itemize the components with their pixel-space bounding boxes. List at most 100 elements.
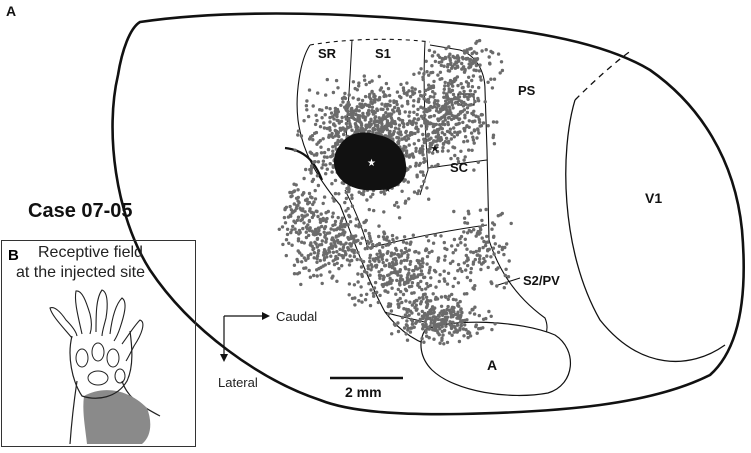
labeled-cell xyxy=(324,163,328,167)
labeled-cell xyxy=(470,85,475,89)
labeled-cell xyxy=(344,115,348,119)
labeled-cell xyxy=(292,202,296,206)
labeled-cell xyxy=(369,100,373,104)
labeled-cell xyxy=(373,264,378,268)
labeled-cell xyxy=(438,327,442,331)
labeled-cell xyxy=(396,321,400,325)
labeled-cell xyxy=(401,86,406,90)
labeled-cell xyxy=(423,119,427,123)
labeled-cell xyxy=(393,203,397,207)
labeled-cell xyxy=(351,96,355,100)
labeled-cell xyxy=(333,219,338,224)
labeled-cell xyxy=(481,121,486,125)
labeled-cell xyxy=(337,192,341,196)
labeled-cell xyxy=(347,213,351,218)
labeled-cell xyxy=(463,243,467,247)
labeled-cell xyxy=(456,262,461,267)
labeled-cell xyxy=(465,275,469,280)
labeled-cell xyxy=(440,321,445,325)
labeled-cell xyxy=(333,191,338,196)
labeled-cell xyxy=(421,77,425,82)
labeled-cell xyxy=(483,243,488,248)
labeled-cell xyxy=(300,208,305,213)
labeled-cell xyxy=(461,327,466,331)
labeled-cell xyxy=(417,71,421,75)
labeled-cell xyxy=(465,221,470,225)
labeled-cell xyxy=(316,249,321,253)
labeled-cell xyxy=(485,234,489,239)
labeled-cell xyxy=(428,121,432,125)
labeled-cell xyxy=(365,123,369,127)
labeled-cell xyxy=(444,324,448,328)
labeled-cell xyxy=(452,237,457,242)
labeled-cell xyxy=(305,108,309,112)
labeled-cell xyxy=(304,235,309,240)
labeled-cell xyxy=(405,241,409,245)
labeled-cell xyxy=(335,142,340,146)
labeled-cell xyxy=(505,242,509,246)
labeled-cell xyxy=(469,250,473,254)
labeled-cell xyxy=(307,200,312,205)
labeled-cell xyxy=(456,102,461,107)
finger-5 xyxy=(121,319,144,362)
labeled-cell xyxy=(426,239,431,243)
labeled-cell xyxy=(328,162,332,166)
labeled-cell xyxy=(404,154,409,158)
labeled-cell xyxy=(429,299,433,303)
labeled-cell xyxy=(319,242,324,247)
labeled-cell xyxy=(332,240,336,244)
labeled-cell xyxy=(434,270,438,274)
labeled-cell xyxy=(352,234,356,239)
labeled-cell xyxy=(469,270,473,275)
labeled-cell xyxy=(354,128,359,132)
labeled-cell xyxy=(437,333,441,337)
mid-division-1 xyxy=(367,224,488,249)
labeled-cell xyxy=(395,102,399,107)
labeled-cell xyxy=(446,297,450,301)
labeled-cell xyxy=(313,188,317,193)
labeled-cell xyxy=(408,95,413,99)
labeled-cell xyxy=(381,128,386,132)
labeled-cell xyxy=(479,78,483,82)
labeled-cell xyxy=(493,242,497,246)
labeled-cell xyxy=(294,206,299,211)
labeled-cell xyxy=(331,90,336,95)
labeled-cell xyxy=(481,223,485,227)
labeled-cell xyxy=(335,107,340,112)
labeled-cell xyxy=(389,309,394,313)
labeled-cell xyxy=(364,218,368,223)
labeled-cell xyxy=(424,322,428,327)
labeled-cell xyxy=(338,247,342,251)
labeled-cell xyxy=(384,134,388,138)
labeled-cell xyxy=(446,120,450,125)
labeled-cell xyxy=(432,95,436,99)
labeled-cell xyxy=(402,326,407,330)
labeled-cell xyxy=(478,63,482,67)
labeled-cell xyxy=(455,75,460,79)
labeled-cell xyxy=(476,229,480,234)
labeled-cell xyxy=(378,251,382,255)
labeled-cell xyxy=(391,108,395,112)
labeled-cell xyxy=(337,266,341,271)
labeled-cell xyxy=(427,115,432,119)
labeled-cell xyxy=(339,138,344,142)
labeled-cell xyxy=(446,149,450,153)
labeled-cell xyxy=(347,263,352,267)
labeled-cell xyxy=(378,118,382,123)
labeled-cell xyxy=(390,260,395,265)
labeled-cell xyxy=(436,133,441,137)
labeled-cell xyxy=(402,258,407,263)
labeled-cell xyxy=(427,268,432,272)
labeled-cell xyxy=(390,233,395,238)
labeled-cell xyxy=(389,121,393,125)
labeled-cell xyxy=(464,328,468,332)
labeled-cell xyxy=(357,225,361,229)
labeled-cell xyxy=(442,328,447,332)
labeled-cell xyxy=(323,263,327,267)
labeled-cell xyxy=(284,205,289,209)
labeled-cell xyxy=(393,126,398,130)
pad-2 xyxy=(91,342,105,362)
labeled-cell xyxy=(300,253,304,257)
labeled-cell xyxy=(366,130,371,134)
labeled-cell xyxy=(426,138,430,142)
